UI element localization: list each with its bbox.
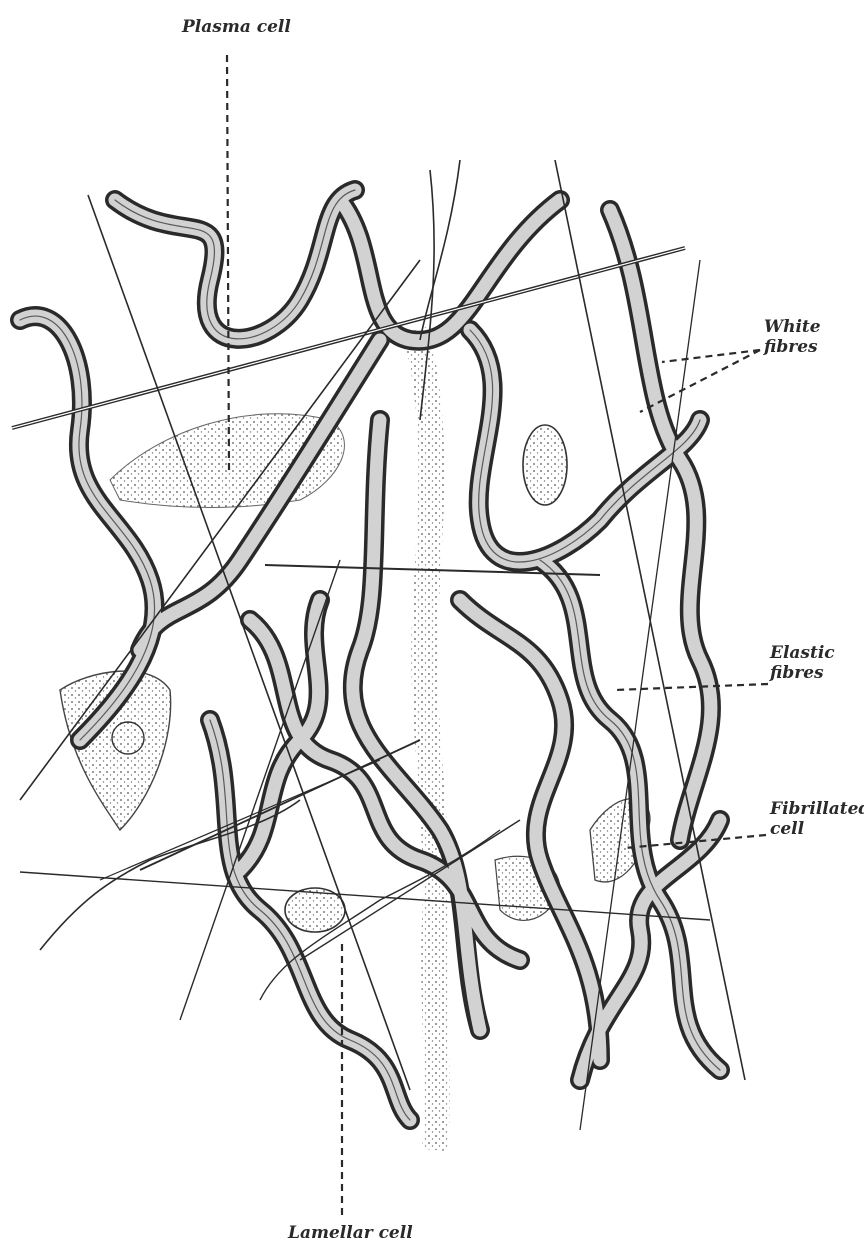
white-fibres-leader-1 <box>662 350 760 362</box>
white-fibres-label-line-1: White <box>764 318 821 338</box>
elastic-fibres-leader <box>615 684 768 690</box>
elastic-fibres-label: Elastic fibres <box>770 644 835 683</box>
fibrillated-cell-label-line-1: Fibrillated <box>770 800 864 820</box>
plasma-cell-label: Plasma cell <box>182 18 291 38</box>
fibrillated-cell-label: Fibrillated cell <box>770 800 864 839</box>
lamellar-cell-label: Lamellar cell <box>288 1224 413 1244</box>
elastic-fibres-label-line-2: fibres <box>770 664 835 684</box>
white-fibres-label-line-2: fibres <box>764 338 821 358</box>
round-cell-body <box>523 425 567 505</box>
plasma-cell-leader <box>227 55 229 470</box>
fibrillated-cell-label-line-2: cell <box>770 820 864 840</box>
elastic-fibres-label-line-1: Elastic <box>770 644 835 664</box>
white-fibres-label: White fibres <box>764 318 821 357</box>
